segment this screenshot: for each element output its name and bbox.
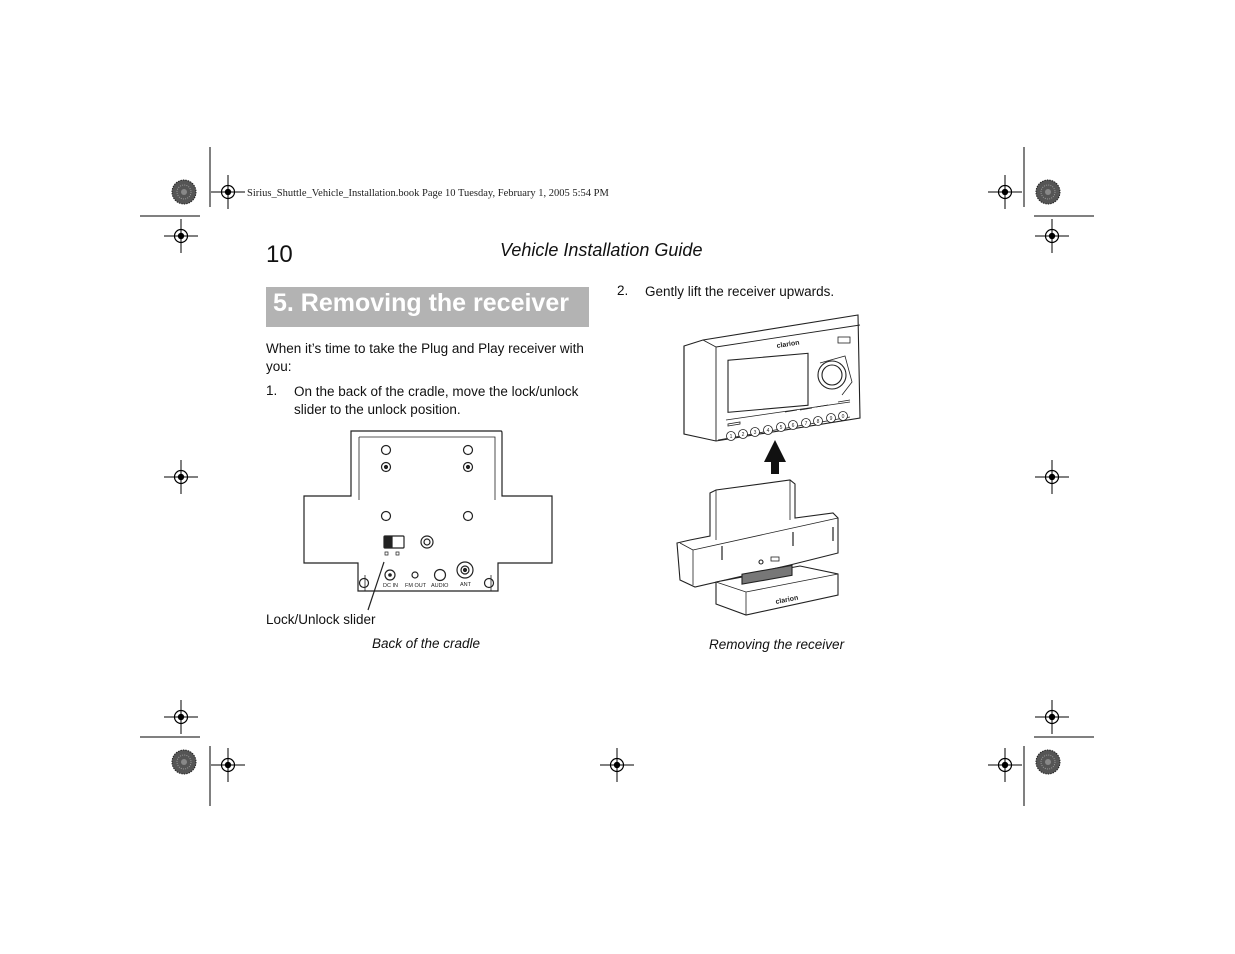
cradle-front-illustration: clarion [676, 479, 839, 616]
figure-caption-right: Removing the receiver [709, 637, 845, 652]
cradle-port-labels: DC IN FM OUT AUDIO ANT [383, 582, 472, 589]
figure-caption-left: Back of the cradle [372, 636, 481, 651]
step-1-number: 1. [266, 383, 278, 398]
running-title: Vehicle Installation Guide [500, 240, 703, 260]
section-band [266, 287, 589, 327]
cradle-back-illustration [303, 430, 553, 611]
preset-button-label: 9 [830, 416, 833, 422]
preset-button-label: 5 [780, 425, 783, 431]
print-header: Sirius_Shuttle_Vehicle_Installation.book… [247, 188, 609, 199]
preset-button-label: 1 [730, 434, 733, 440]
preset-button-label: 0 [842, 414, 845, 420]
receiver-brand: clarion [776, 339, 800, 350]
preset-button-label: 6 [792, 423, 795, 429]
lift-arrow-icon [764, 440, 786, 474]
receiver-illustration: clarion [683, 314, 861, 442]
port-label-ant: ANT [460, 582, 472, 588]
step-2-text: Gently lift the receiver upwards. [645, 284, 835, 299]
preset-button-label: 2 [742, 432, 745, 438]
port-label-fm-out: FM OUT [405, 583, 427, 589]
intro-text: When it’s time to take the Plug and Play… [266, 341, 584, 374]
cradle-brand: clarion [775, 595, 799, 606]
crop-marks [140, 147, 1094, 806]
preset-button-label: 3 [754, 430, 757, 436]
lock-slider-callout: Lock/Unlock slider [266, 612, 376, 627]
step-1-text: On the back of the cradle, move the lock… [294, 384, 579, 417]
port-label-audio: AUDIO [431, 583, 449, 589]
preset-button-label: 4 [767, 428, 770, 434]
preset-buttons: 1 2 3 4 5 6 7 8 9 0 [726, 411, 848, 441]
color-bar-starbursts [171, 179, 1061, 775]
port-label-dc-in: DC IN [383, 583, 398, 589]
section-title: 5. Removing the receiver [273, 289, 569, 317]
registration-marks [163, 174, 1070, 783]
preset-button-label: 8 [817, 419, 820, 425]
preset-button-label: 7 [805, 421, 808, 427]
step-2-number: 2. [617, 283, 629, 298]
page-number: 10 [266, 241, 293, 268]
